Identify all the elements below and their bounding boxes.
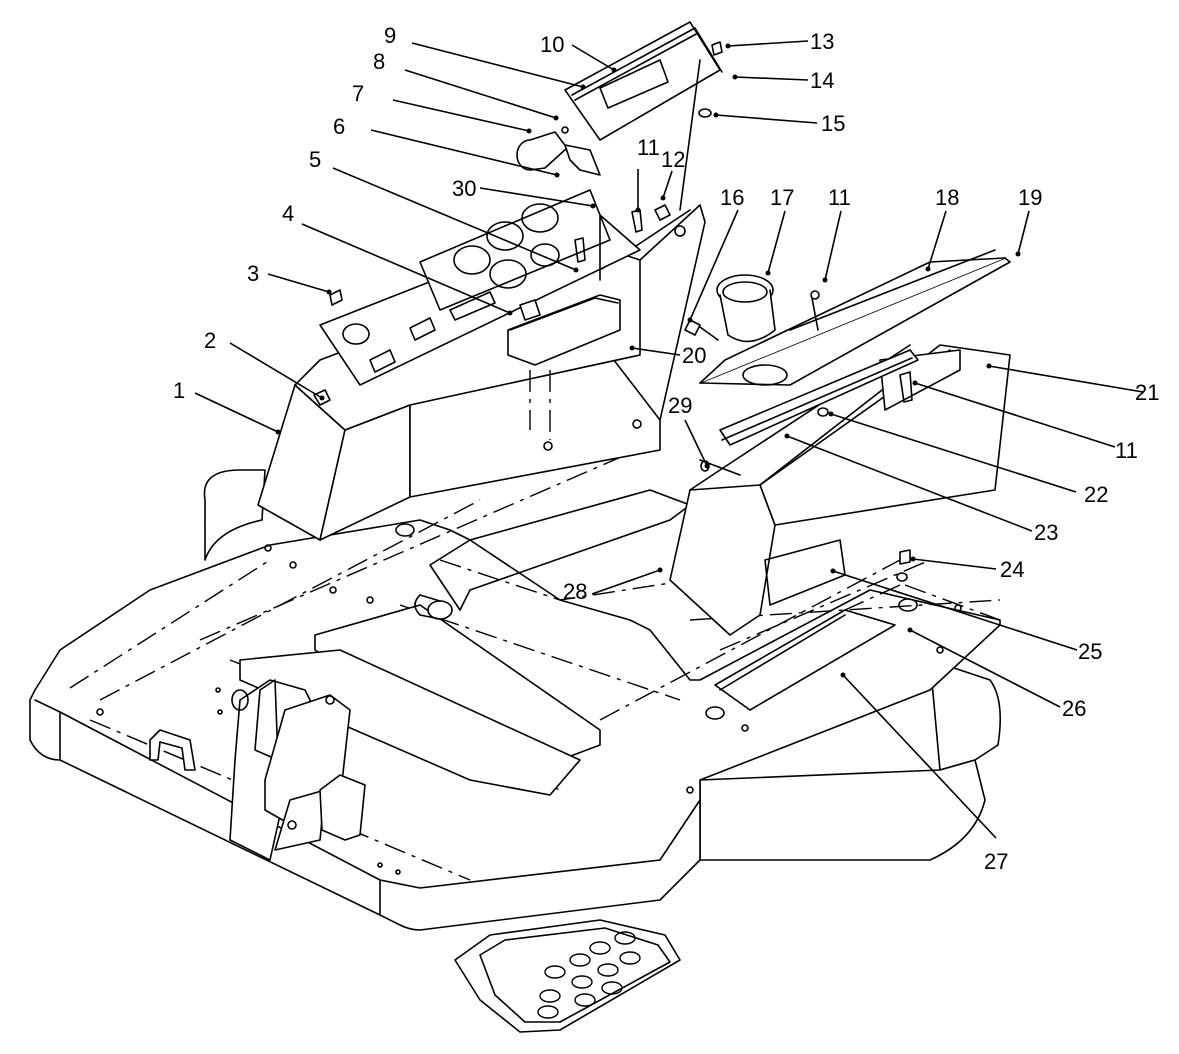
callout-29: 29 (668, 393, 692, 418)
hardware (313, 41, 723, 406)
right-console (669, 344, 1011, 636)
callout-22: 22 (1084, 482, 1108, 507)
panel-insert (564, 21, 723, 141)
callout-15: 15 (821, 111, 845, 136)
callout-19: 19 (1018, 185, 1042, 210)
callout-1: 1 (173, 378, 185, 403)
leader-dots (275, 43, 1021, 678)
callout-23: 23 (1034, 520, 1058, 545)
callout-4: 4 (282, 201, 294, 226)
right-cover (699, 249, 1011, 386)
callout-26: 26 (1062, 696, 1086, 721)
callout-5: 5 (309, 147, 321, 172)
callout-3: 3 (247, 261, 259, 286)
callout-27: 27 (984, 849, 1008, 874)
callout-numbers: 1 2 3 4 5 6 7 8 9 10 11 12 13 14 15 16 1… (173, 23, 1159, 874)
leader-lines (194, 40, 1144, 839)
callout-17: 17 (770, 185, 794, 210)
callout-14: 14 (810, 68, 834, 93)
callout-11-panel: 11 (637, 135, 660, 160)
callout-11-cover: 11 (828, 185, 851, 210)
callout-7: 7 (352, 81, 364, 106)
callout-10: 10 (540, 32, 564, 57)
hinge (699, 349, 1001, 621)
callout-25: 25 (1078, 639, 1102, 664)
hour-meter (516, 126, 601, 176)
pedal-brackets (149, 679, 401, 875)
callout-13: 13 (810, 29, 834, 54)
callout-12: 12 (661, 147, 685, 172)
control-module (507, 294, 621, 440)
callout-28: 28 (563, 579, 587, 604)
callout-18: 18 (935, 185, 959, 210)
callout-24: 24 (1000, 557, 1024, 582)
callout-2: 2 (204, 328, 216, 353)
callout-11-hinge: 11 (1115, 438, 1138, 463)
callout-8: 8 (373, 49, 385, 74)
callout-30: 30 (452, 176, 476, 201)
cup-holder (716, 274, 776, 343)
callout-21: 21 (1135, 380, 1159, 405)
callout-20: 20 (682, 343, 706, 368)
callout-16: 16 (720, 185, 744, 210)
callout-9: 9 (384, 23, 396, 48)
callout-6: 6 (333, 114, 345, 139)
left-console (257, 204, 706, 541)
footrest (454, 919, 681, 1033)
